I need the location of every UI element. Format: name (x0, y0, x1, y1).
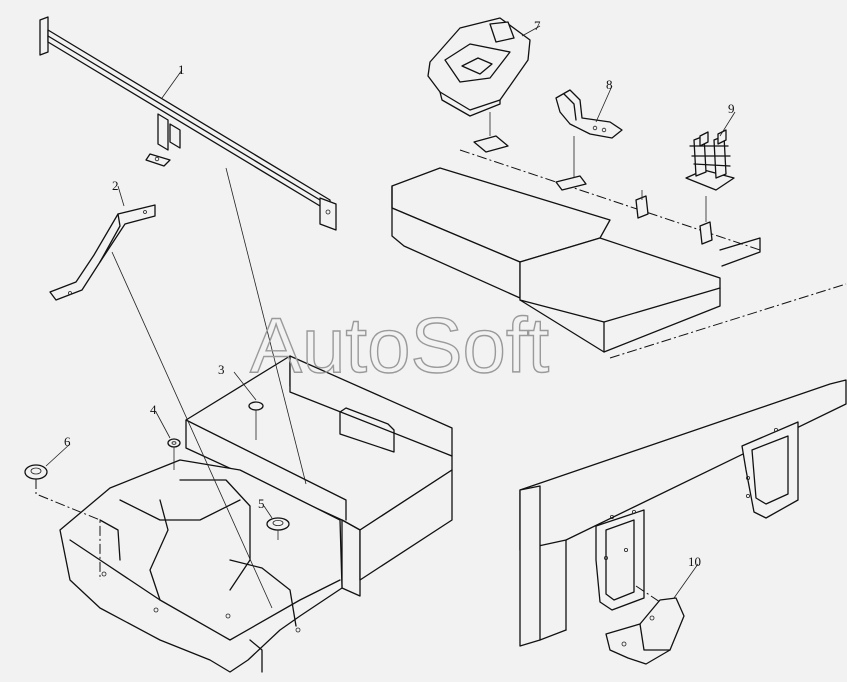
callout-4: 4 (150, 402, 157, 417)
part-7-tray (427, 17, 531, 117)
seat-cushion-assembly (391, 112, 847, 359)
callout-7: 7 (534, 18, 541, 33)
assembly-lines (35, 167, 307, 609)
callout-9: 9 (728, 101, 735, 116)
watermark: AutoSoft (250, 301, 550, 389)
callout-1: 1 (178, 62, 185, 77)
callout-8: 8 (606, 77, 613, 92)
part-4-washer (167, 438, 181, 448)
callout-2: 2 (112, 178, 119, 193)
part-6-cap (24, 464, 48, 480)
part-1-cross-beam (39, 16, 337, 231)
part-9-clamp (685, 129, 735, 191)
callout-10: 10 (688, 554, 701, 569)
part-2-support-strip (49, 204, 156, 301)
part-3-grommet (248, 401, 264, 411)
floor-pan (59, 459, 343, 673)
callout-5: 5 (258, 496, 265, 511)
part-5-plug (266, 517, 290, 531)
callout-labels: 1 2 3 4 5 6 7 8 9 10 (64, 18, 735, 569)
part-8-bracket (555, 89, 623, 139)
callout-6: 6 (64, 434, 71, 449)
callout-3: 3 (218, 362, 225, 377)
callout-leaders (45, 25, 736, 599)
part-10-mount-bracket (605, 585, 685, 665)
storage-box (185, 355, 453, 597)
chassis-frame (519, 379, 847, 647)
